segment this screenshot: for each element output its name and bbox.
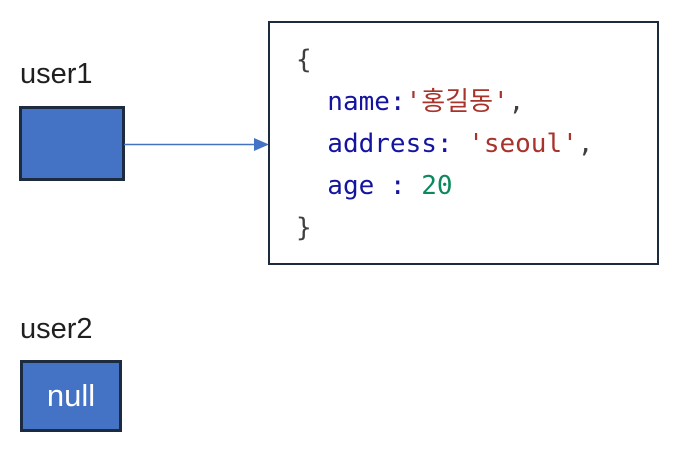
- property-name-key: name:: [296, 87, 406, 117]
- code-line: name:'홍길동',: [296, 81, 657, 123]
- comma: ,: [577, 129, 594, 159]
- user2-variable-box: null: [20, 360, 122, 432]
- code-line: }: [296, 207, 657, 249]
- code-line: age : 20: [296, 165, 657, 207]
- user1-label: user1: [20, 58, 93, 90]
- user1-variable-box: [19, 106, 125, 181]
- property-address-key: address:: [296, 129, 469, 159]
- comma: ,: [508, 87, 525, 117]
- code-line: address: 'seoul',: [296, 123, 657, 165]
- object-literal-box: { name:'홍길동', address: 'seoul', age : 20…: [268, 21, 659, 265]
- open-brace: {: [296, 45, 312, 75]
- property-age-value: 20: [421, 171, 453, 201]
- user2-label: user2: [20, 313, 93, 345]
- null-value-text: null: [46, 378, 96, 413]
- object-code: { name:'홍길동', address: 'seoul', age : 20…: [270, 23, 657, 249]
- reference-arrow: [124, 138, 269, 151]
- property-name-value: '홍길동': [405, 87, 509, 117]
- property-address-value: 'seoul': [468, 129, 578, 159]
- code-line: {: [296, 39, 657, 81]
- property-age-key: age :: [296, 171, 422, 201]
- close-brace: }: [296, 213, 312, 243]
